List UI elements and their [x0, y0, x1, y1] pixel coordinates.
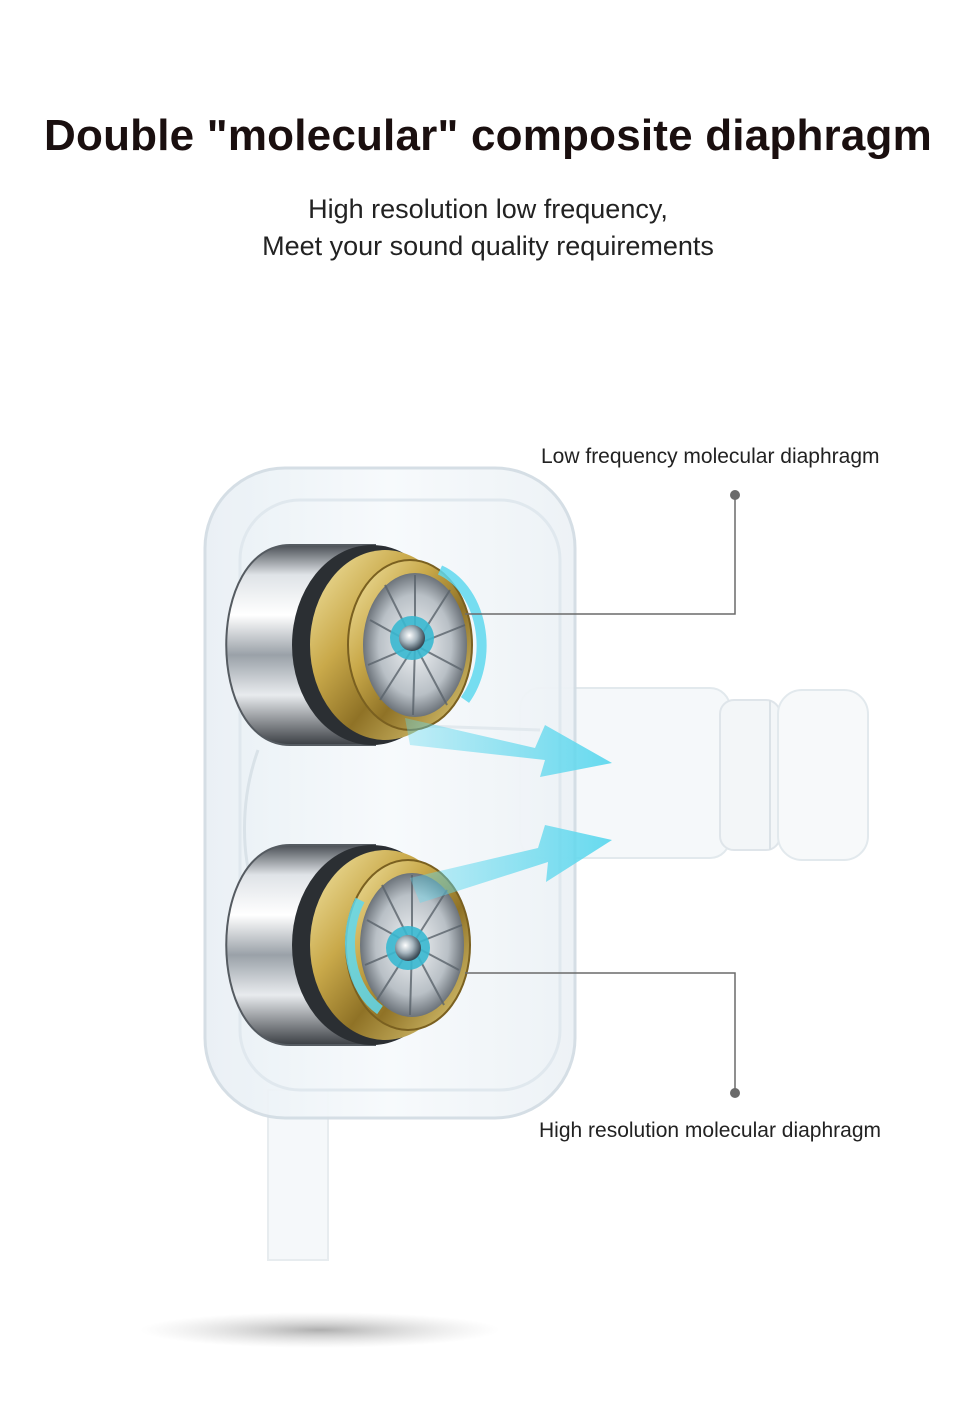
top-driver	[225, 544, 487, 746]
floor-shadow	[140, 1312, 500, 1348]
sound-arrow-upper	[405, 718, 612, 777]
subtitle-line-2: Meet your sound quality requirements	[262, 231, 714, 261]
leader-dot-bottom	[730, 1088, 740, 1098]
callout-low-frequency-label: Low frequency molecular diaphragm	[541, 445, 880, 468]
subtitle-line-1: High resolution low frequency,	[308, 194, 668, 224]
leader-dot-top	[730, 490, 740, 500]
page-title: Double "molecular" composite diaphragm	[44, 111, 932, 160]
sound-arrow-lower	[410, 825, 612, 903]
leader-line-top	[465, 497, 736, 615]
bottom-driver	[225, 844, 471, 1046]
callout-high-resolution-label: High resolution molecular diaphragm	[539, 1119, 882, 1142]
leader-line-bottom	[465, 972, 736, 1091]
